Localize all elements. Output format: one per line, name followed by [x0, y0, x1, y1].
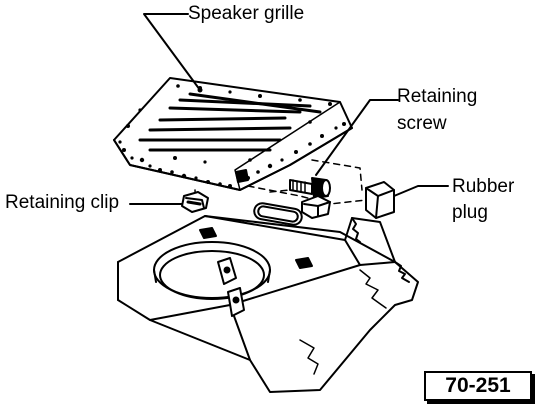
- rubber-plug: [365, 181, 395, 219]
- clip-hole: [199, 227, 313, 269]
- speaker-grille: [113, 77, 353, 191]
- leader-lines: [129, 13, 449, 205]
- retaining-screw: [289, 177, 331, 199]
- speaker-opening: [153, 241, 271, 300]
- label-retaining-clip: Retaining clip: [5, 192, 120, 213]
- dashboard-panel: [117, 215, 419, 393]
- label-speaker-grille: Speaker grille: [188, 3, 305, 24]
- leader-speaker-grille: [143, 13, 201, 91]
- figure-number: 70-251: [424, 371, 532, 401]
- leader-retaining-screw: [315, 99, 399, 176]
- leader-rubber-plug: [393, 185, 449, 197]
- label-rubber-plug-line1: Rubber: [452, 176, 515, 197]
- mounting-tab: [217, 257, 245, 317]
- oval-slot: [253, 202, 303, 226]
- label-rubber-plug-line2: plug: [452, 202, 488, 223]
- label-retaining-screw-line2: screw: [397, 113, 447, 134]
- label-retaining-screw-line1: Retaining: [397, 86, 478, 107]
- screw-nut: [301, 195, 331, 219]
- retaining-clip: [181, 191, 209, 213]
